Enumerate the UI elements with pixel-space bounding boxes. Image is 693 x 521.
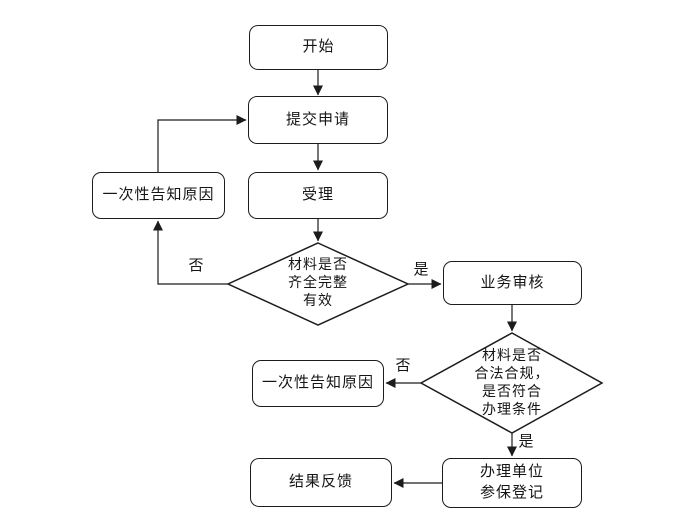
decision1-yes-label: 是 xyxy=(413,262,429,278)
node-submit-application: 提交申请 xyxy=(248,96,388,144)
node-business-review: 业务审核 xyxy=(443,261,582,305)
node-unit-registration: 办理单位 参保登记 xyxy=(442,458,582,508)
decision2-yes-label: 是 xyxy=(518,434,534,450)
edge-decision1-notify1 xyxy=(153,220,228,285)
edge-notify1-submit xyxy=(157,115,247,172)
node-start: 开始 xyxy=(249,25,388,70)
node-notify-reason-1: 一次性告知原因 xyxy=(92,172,225,219)
node-notify-reason-2: 一次性告知原因 xyxy=(252,360,384,407)
decision1-label: 材料是否 齐全完整 有效 xyxy=(288,258,348,309)
decision1-diamond xyxy=(226,242,410,326)
decision2-label: 材料是否 合法合规， 是否符合 办理条件 xyxy=(474,348,550,418)
decision2-no-label: 否 xyxy=(395,358,411,374)
decision1-no-label: 否 xyxy=(188,258,204,274)
node-result-feedback: 结果反馈 xyxy=(250,458,392,507)
node-accept: 受理 xyxy=(248,172,388,219)
